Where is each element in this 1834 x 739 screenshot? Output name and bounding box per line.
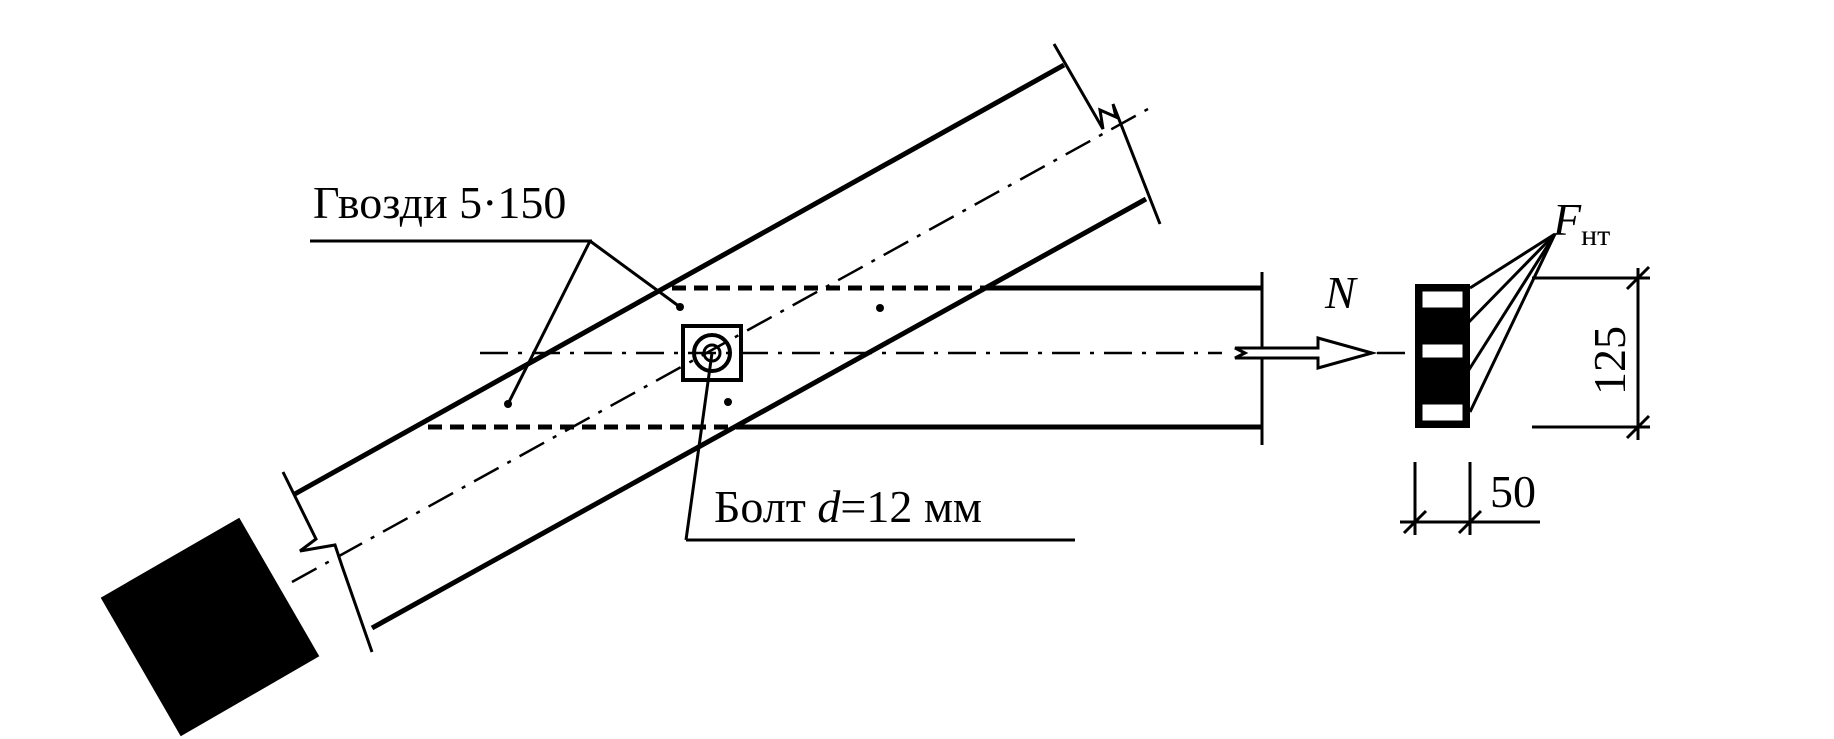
nails-leader-2: [589, 239, 681, 309]
tie-section-net-area-2: [1422, 359, 1463, 395]
bolt-nut: [692, 333, 732, 373]
fnt-leader-4: [1468, 233, 1557, 413]
tie-section-gap-top: [1421, 290, 1464, 309]
nails-label: Гвозди 5·150: [313, 177, 566, 228]
tie-section-gap-bottom: [1421, 403, 1464, 422]
dimension-width: 50: [1400, 462, 1540, 535]
nails-leader-1: [506, 240, 592, 405]
fnt-leader-2: [1463, 232, 1557, 328]
dimension-height: 125: [1532, 265, 1651, 440]
rafter-section-diagonal: [170, 571, 251, 684]
dim-width-label: 50: [1490, 466, 1536, 517]
bolt-leader: [684, 352, 714, 541]
tie-section: Fнт: [1415, 194, 1610, 428]
nail-point: [876, 304, 884, 312]
rafter-section-board-right: [177, 527, 310, 688]
rafter-section-board-left: [110, 566, 243, 727]
dim-height-tick-bottom: [1625, 414, 1651, 440]
fnt-label-main: F: [1552, 194, 1582, 245]
bolt: [681, 324, 743, 382]
inclined-member-top-edge: [291, 62, 1066, 498]
force-arrow: N: [1234, 267, 1378, 370]
inclined-member: [281, 43, 1162, 653]
fnt-leader-1: [1469, 232, 1556, 290]
nail-point: [724, 398, 732, 406]
force-label: N: [1324, 267, 1358, 318]
break-line-upper: [1052, 43, 1162, 225]
nails-callout: Гвозди 5·150: [310, 177, 681, 405]
inclined-member-bottom-edge: [370, 196, 1148, 631]
dim-height-label: 125: [1584, 326, 1635, 395]
break-line-lower: [281, 471, 374, 653]
tie-section-net-area-1: [1422, 309, 1463, 343]
fnt-label-subscript: нт: [1581, 219, 1610, 252]
bolt-label-variable: d: [817, 481, 841, 532]
bolt-label: Болт d=12 мм: [714, 481, 982, 532]
dim-height-tick-top: [1625, 265, 1651, 291]
bolt-washer: [681, 324, 743, 382]
inclined-member-axis: [291, 107, 1149, 584]
tie-section-gap-mid: [1421, 343, 1464, 359]
bolt-callout: Болт d=12 мм: [684, 352, 1075, 542]
dim-width-tick-left: [1402, 509, 1428, 535]
fnt-leader-3: [1463, 233, 1557, 377]
fnt-label: Fнт: [1552, 194, 1610, 252]
dim-width-tick-right: [1457, 509, 1483, 535]
rafter-section: [100, 517, 320, 737]
bolt-label-prefix: Болт: [714, 481, 817, 532]
force-arrow-shape: [1234, 336, 1378, 370]
bolt-label-value: =12 мм: [840, 481, 982, 532]
horizontal-member: [428, 272, 1420, 445]
